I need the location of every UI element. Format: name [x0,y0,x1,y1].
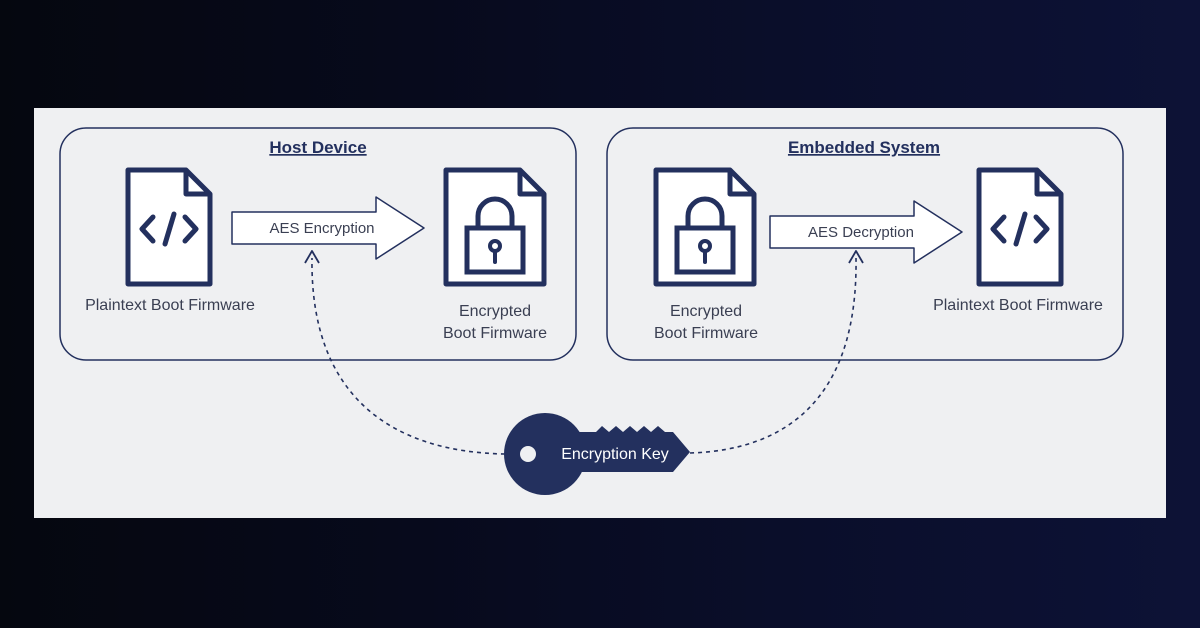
host-device-title: Host Device [269,138,366,157]
host-device-group: Host Device Plaintext Boot Firmware AES … [59,127,577,361]
aes-decryption-label: AES Decryption [808,224,914,241]
embedded-system-group: Embedded System Encrypted Boot Firmware … [606,127,1124,361]
code-file-icon [125,167,213,287]
aes-encryption-arrow: AES Encryption [231,196,425,260]
embedded-target-label: Plaintext Boot Firmware [933,297,1103,314]
encryption-connector-arrowhead [304,250,320,264]
key-icon [504,413,690,495]
code-file-icon [976,167,1064,287]
host-target-label-line2: Boot Firmware [443,325,547,342]
host-device-box [59,127,577,361]
embedded-system-box [606,127,1124,361]
locked-file-icon [653,167,757,287]
host-target-label-line1: Encrypted [459,303,531,320]
locked-file-icon [443,167,547,287]
aes-decryption-arrow: AES Decryption [769,200,963,264]
embedded-source-label-line2: Boot Firmware [654,325,758,342]
host-source-label: Plaintext Boot Firmware [85,297,255,314]
embedded-source-label-line1: Encrypted [670,303,742,320]
aes-encryption-label: AES Encryption [269,220,374,237]
key-to-encryption-connector [311,257,506,455]
encryption-key-label: Encryption Key [561,446,669,463]
key-to-decryption-connector [689,257,857,454]
decryption-connector-arrowhead [848,250,864,264]
embedded-system-title: Embedded System [788,138,940,157]
